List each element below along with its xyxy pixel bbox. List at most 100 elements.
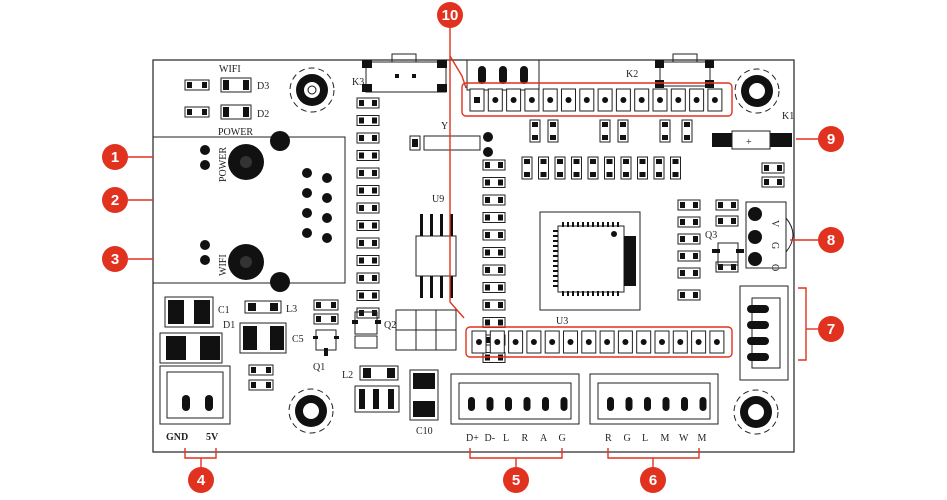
smd-part [356,202,380,214]
connector-pin [644,397,651,411]
silk-l3: L3 [286,304,297,315]
callout-4: 4 [188,467,214,493]
header-pin-hole [713,339,720,345]
smd-part [587,156,599,180]
smd-part [659,119,671,143]
smd-part [356,167,380,179]
transistor-q3 [712,242,744,266]
silk-c1: C1 [218,305,230,316]
header-pin-hole [512,339,519,345]
header-pin-hole [604,339,611,345]
header-pin-hole [549,339,556,345]
smd-part [670,156,681,180]
diode-d1 [159,332,223,364]
smd-part [356,220,380,231]
connector-pin-label: L [503,433,509,444]
grid-block [395,309,457,351]
silk-5v: 5V [206,432,219,443]
header-pin-hole [602,97,609,103]
silk-u9: U9 [432,194,444,205]
capacitor-c5 [239,322,287,354]
mounting-hole-bottom-left [288,388,334,434]
smd-part [356,272,380,284]
silk-c10: C10 [416,426,433,437]
smd-part [356,132,380,144]
connector-pin [505,397,512,411]
callout-5: 5 [503,467,529,493]
header-pin-hole [565,97,572,103]
crystal-y [409,132,493,157]
smd-part [617,119,629,143]
connector-pin [625,397,633,411]
silk-q2: Q2 [384,320,396,331]
header-pin-hole [492,97,499,103]
header-pin-hole [677,339,684,345]
led-d2 [184,104,252,120]
connector-pin-label: W [679,433,689,444]
connector-pin-label: M [698,433,707,444]
resistor-row-top [529,119,693,143]
three-pin-jack: V G O [745,201,794,271]
silk-q3: Q3 [705,230,717,241]
header-pin-hole [547,97,554,103]
callout-number: 4 [197,472,206,489]
smd-part [356,255,380,266]
connector-pin-label: G [559,433,566,444]
smd-part [677,289,701,301]
silk-c5: C5 [292,334,304,345]
silk-u3: U3 [556,316,568,327]
smd-part [482,212,506,223]
smd-part [482,159,506,171]
header-pin-hole [711,97,718,103]
smd-part [482,194,506,206]
switch-k3 [362,53,447,93]
smd-part [677,199,701,211]
silk-jack-g: G [769,242,780,249]
silk-jack-o: O [769,264,780,271]
header-pin-hole [476,339,482,345]
connector-pin-label: D+ [466,433,479,444]
silk-power-side: POWER [218,147,229,182]
callout-number: 9 [827,131,835,148]
connector-pin [542,397,549,411]
silk-q1: Q1 [313,362,325,373]
smd-part [356,115,380,126]
inductor-l3 [244,300,282,314]
switch-k2 [655,53,714,88]
transistor-q2 [352,311,381,349]
callout-number: 7 [827,321,835,338]
connector-pin-label: G [624,433,631,444]
power-connector [159,365,231,425]
header-pin-hole [528,97,535,103]
smd-part [356,150,380,161]
callout-number: 10 [442,7,459,24]
capacitor-c1 [164,296,214,328]
silk-k1: K1 [782,111,794,122]
header-pin-hole [510,97,517,103]
rj45-pins-left [200,145,210,265]
smd-part [356,237,380,249]
smd-part [482,177,506,188]
header-pin-hole [638,97,645,103]
connector-pin-label: R [522,433,529,444]
connector-6pin-right [589,373,719,425]
connector-pin [681,397,688,411]
connector-6pin-mid [450,373,580,425]
smd-part [571,156,582,180]
smd-part [538,156,549,180]
silk-d1: D1 [223,320,235,331]
header-pin-hole [585,339,592,345]
smd-part [715,261,739,273]
silk-gnd: GND [166,432,188,443]
header-pin-hole [622,339,629,345]
smd-part [356,97,380,109]
silk-y: Y [441,121,448,132]
resistor-pair-k1 [761,162,785,188]
rj45-connector [152,136,346,284]
connector-pin-label: L [642,433,648,444]
pin-header-bottom [471,330,725,354]
smd-part [554,156,566,180]
